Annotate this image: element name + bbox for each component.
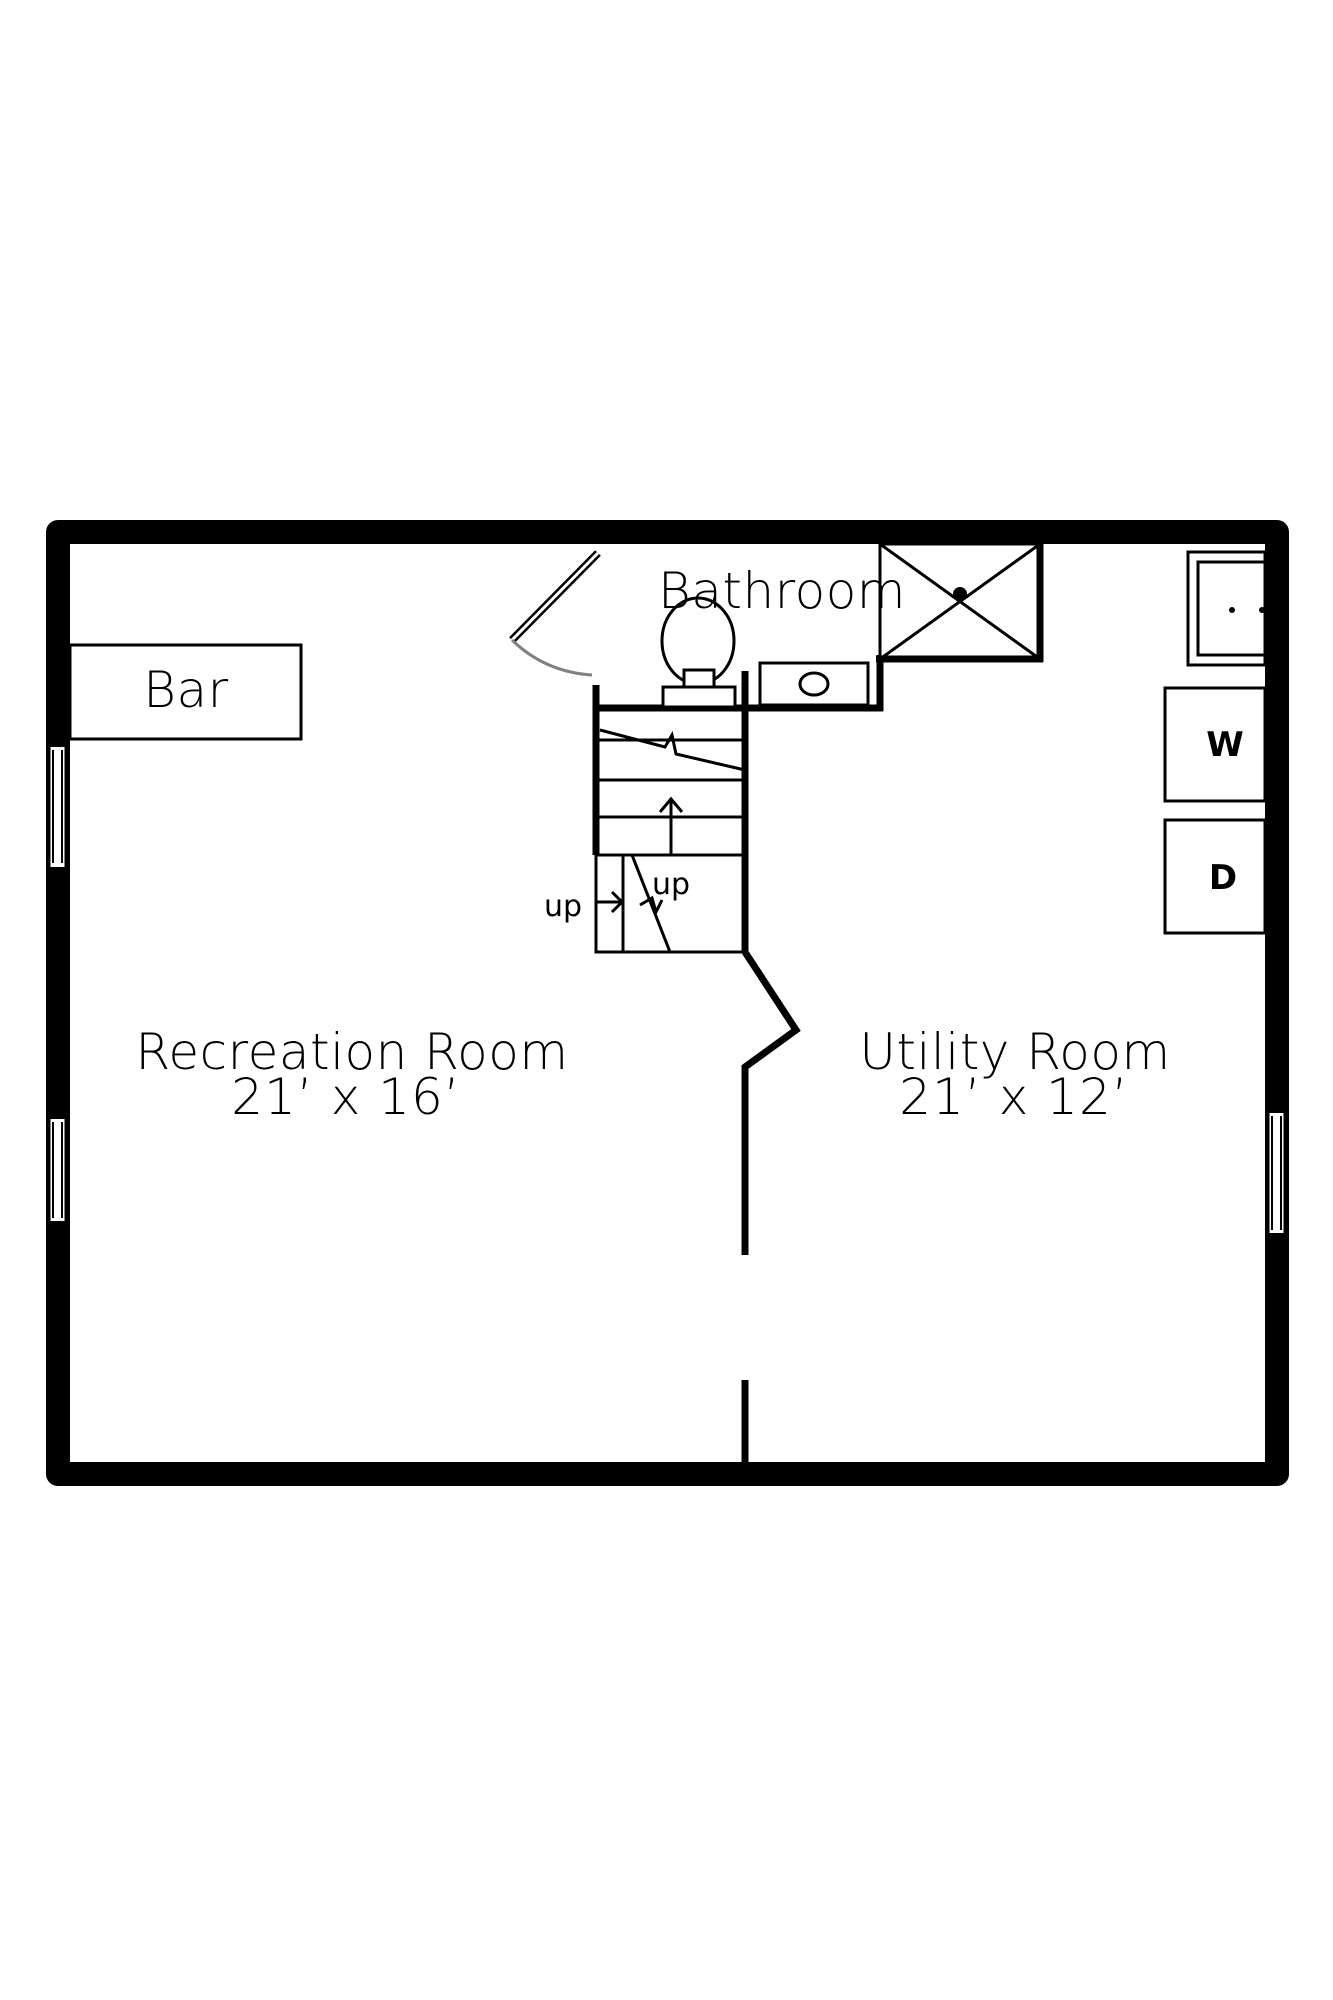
bar-label: Bar	[143, 661, 228, 719]
bathroom-label: Bathroom	[658, 562, 906, 620]
exterior-wall	[46, 520, 1289, 1486]
washer-icon	[1163, 686, 1267, 803]
utility-room-dims: 21’ x 12’	[899, 1068, 1128, 1126]
utility-sink-icon	[1186, 550, 1267, 667]
recreation-room-name: Recreation Room	[135, 1023, 568, 1081]
stairs-up-label-left: up	[544, 889, 582, 924]
bathroom-door	[509, 550, 601, 677]
window-right	[1266, 1097, 1287, 1249]
staircase	[592, 671, 749, 954]
washer-label: W	[1206, 725, 1244, 765]
toilet-icon	[660, 596, 737, 709]
dryer-label: D	[1209, 858, 1237, 898]
shower-icon	[876, 542, 1044, 663]
window-left-lower	[47, 1103, 68, 1237]
stairs-up-label-right: up	[652, 867, 690, 902]
partition-wall	[741, 950, 801, 1255]
recreation-room-dims: 21’ x 16’	[231, 1068, 460, 1126]
utility-room-name: Utility Room	[859, 1023, 1170, 1081]
bar-counter	[68, 643, 303, 741]
sink-icon	[758, 661, 870, 707]
window-left-upper	[47, 731, 68, 883]
dryer-icon	[1163, 818, 1267, 935]
